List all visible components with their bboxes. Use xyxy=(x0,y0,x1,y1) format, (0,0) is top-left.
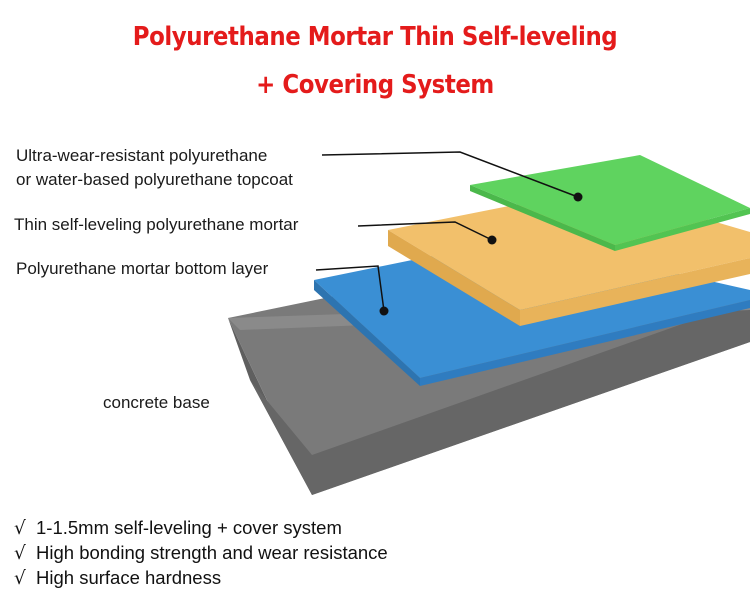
bottom-leader-line xyxy=(315,265,385,312)
feature-item: √ High bonding strength and wear resistan… xyxy=(14,541,388,566)
topcoat-label-line-2: or water-based polyurethane topcoat xyxy=(16,170,293,189)
concrete-base-label: concrete base xyxy=(103,393,210,412)
checkmark-icon: √ xyxy=(14,568,26,589)
checkmark-icon: √ xyxy=(14,518,26,539)
bottom-pointer-dot xyxy=(379,306,389,316)
feature-item: √ 1-1.5mm self-leveling + cover system xyxy=(14,516,388,541)
feature-item: √ High surface hardness xyxy=(14,566,388,591)
topcoat-label: Ultra-wear-resistant polyurethane or wat… xyxy=(16,144,293,192)
feature-text: 1-1.5mm self-leveling + cover system xyxy=(36,517,342,538)
topcoat-leader-line xyxy=(321,151,579,198)
bottom-layer-label: Polyurethane mortar bottom layer xyxy=(16,259,269,278)
mortar-label: Thin self-leveling polyurethane mortar xyxy=(14,215,299,234)
feature-text: High surface hardness xyxy=(36,567,222,588)
feature-text: High bonding strength and wear resistanc… xyxy=(36,542,388,563)
diagram-title-line-2: + Covering System xyxy=(256,70,494,100)
topcoat-label-line-1: Ultra-wear-resistant polyurethane xyxy=(16,146,268,165)
mortar-leader-line xyxy=(357,221,493,241)
topcoat-layer xyxy=(470,155,750,251)
leader-lines xyxy=(315,151,579,312)
topcoat-pointer-dot xyxy=(573,192,583,202)
feature-list: √ 1-1.5mm self-leveling + cover system √ H… xyxy=(14,516,388,591)
mortar-pointer-dot xyxy=(487,235,497,245)
diagram-title-line-1: Polyurethane Mortar Thin Self-leveling xyxy=(132,22,618,52)
checkmark-icon: √ xyxy=(14,543,26,564)
